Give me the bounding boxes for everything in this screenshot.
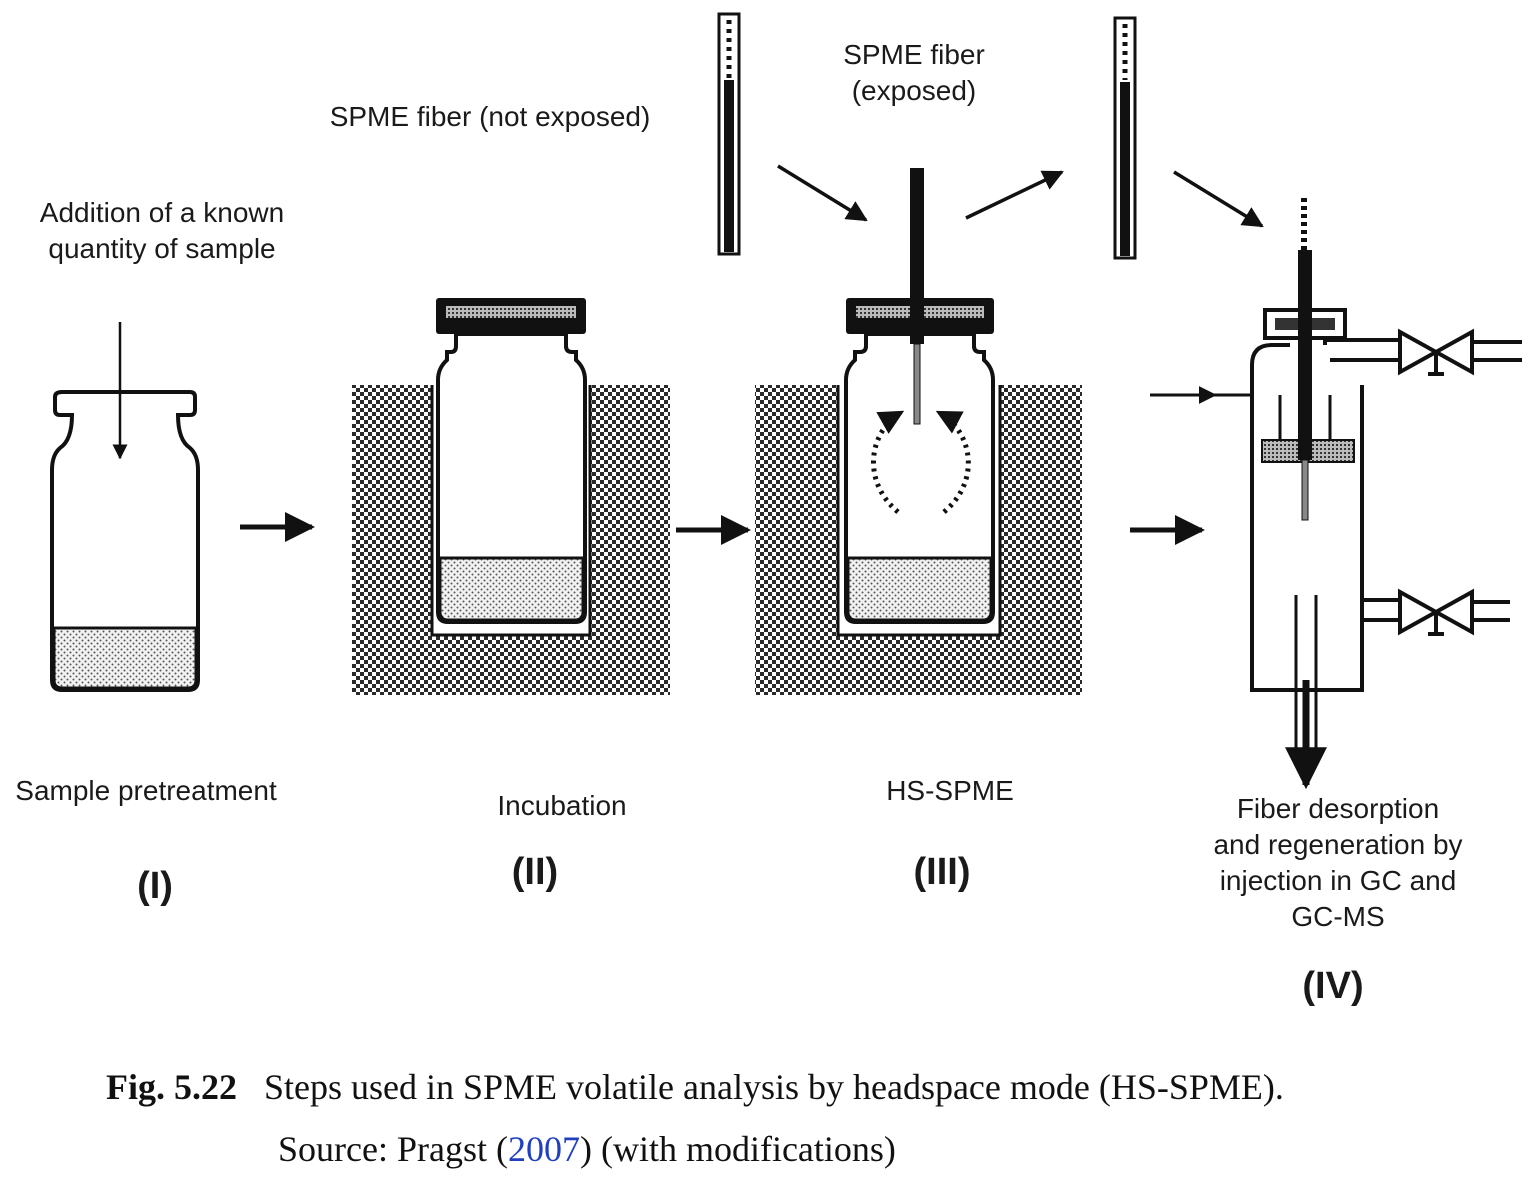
valve-lower-icon xyxy=(1398,588,1510,636)
vapor-circulation-left xyxy=(871,409,905,514)
stage-2-numeral: (II) xyxy=(512,851,558,893)
gc-injector xyxy=(1150,198,1522,790)
figure-number: Fig. 5.22 xyxy=(106,1067,237,1107)
vial-stage-2 xyxy=(436,298,587,624)
addition-label-line2: quantity of sample xyxy=(48,233,275,264)
fiber-not-exposed-left xyxy=(717,12,741,256)
stage-2-name: Incubation xyxy=(497,790,626,821)
caption-text: Steps used in SPME volatile analysis by … xyxy=(264,1067,1284,1107)
stage-4-name-line1: Fiber desorption xyxy=(1237,793,1439,824)
addition-label-line1: Addition of a known xyxy=(40,197,284,228)
arrow-withdraw-fiber xyxy=(965,170,1064,220)
figure-caption: Fig. 5.22 Steps used in SPME volatile an… xyxy=(106,1066,1284,1108)
source-year-link[interactable]: 2007 xyxy=(507,1129,580,1169)
sample-liquid xyxy=(52,626,198,690)
fiber-not-exposed-right xyxy=(1113,16,1137,260)
source-prefix: Source: Pragst ( xyxy=(278,1129,508,1169)
stage-4-numeral: (IV) xyxy=(1302,965,1363,1007)
fiber-not-exposed-label: SPME fiber (not exposed) xyxy=(330,101,651,132)
hs-spme-block xyxy=(755,385,1082,695)
arrow-insert-fiber xyxy=(777,164,868,222)
vial-stage-1 xyxy=(50,322,200,692)
fiber-exposed-label-line1: SPME fiber xyxy=(843,39,985,70)
arrow-to-injector xyxy=(1173,170,1264,228)
spme-process-diagram: Addition of a known quantity of sample S… xyxy=(15,12,1522,1007)
fiber-exposed-label-line2: (exposed) xyxy=(852,75,977,106)
valve-upper-icon xyxy=(1398,328,1522,376)
stage-3-name: HS-SPME xyxy=(886,775,1014,806)
stage-1-name: Sample pretreatment xyxy=(15,775,277,806)
vapor-circulation-right xyxy=(935,409,971,514)
stage-4-name-line4: GC-MS xyxy=(1291,901,1384,932)
stage-1-numeral: (I) xyxy=(137,865,173,907)
incubation-block xyxy=(352,385,670,695)
vial-stage-3 xyxy=(844,168,995,624)
source-suffix: ) (with modifications) xyxy=(579,1129,896,1169)
figure-source: Source: Pragst (2007) (with modification… xyxy=(278,1128,896,1170)
stage-4-name-line2: and regeneration by xyxy=(1213,829,1462,860)
fiber-holder-exposed xyxy=(910,168,924,344)
stage-4-name-line3: injection in GC and xyxy=(1220,865,1457,896)
stage-3-numeral: (III) xyxy=(914,851,971,893)
